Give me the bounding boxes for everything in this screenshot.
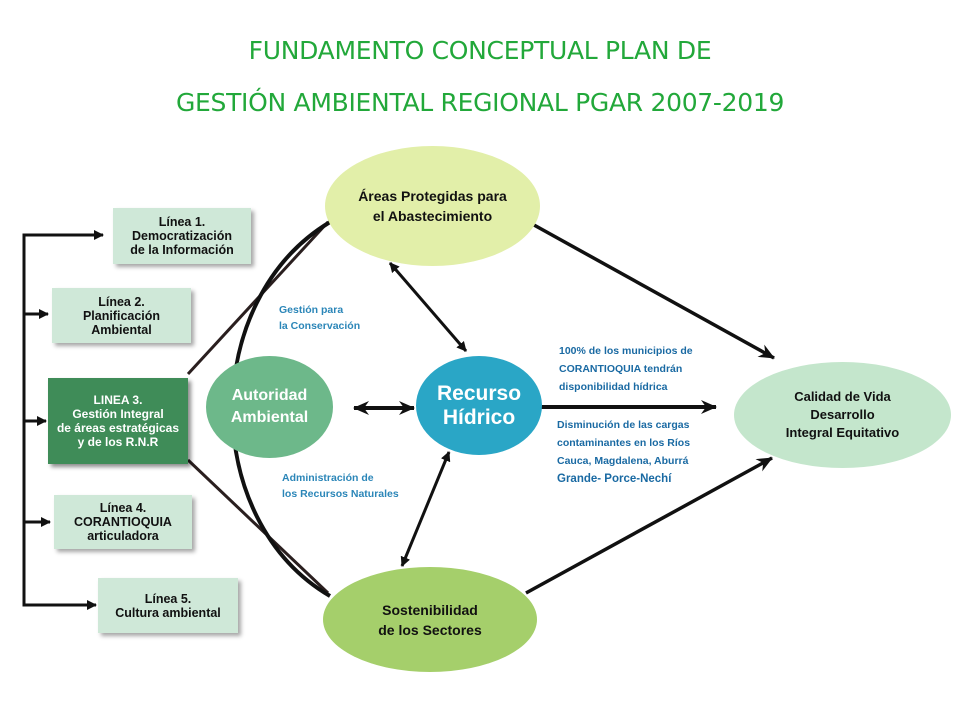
sostenibilidad-sectores-node: Sostenibilidad de los Sectores xyxy=(323,567,537,672)
areas-calidad-arrow xyxy=(533,223,775,360)
sostenibilidad-calidad-arrow xyxy=(525,456,773,595)
areas-recurso-arrow xyxy=(388,262,468,352)
cargas-label: Disminución de las cargas contaminantes … xyxy=(557,419,691,467)
gestion-conservacion-label: Gestión para la Conservación xyxy=(279,304,361,332)
linea-1-box: Línea 1. Democratización de la Informaci… xyxy=(113,208,251,264)
autoridad-ambiental-node: Autoridad Ambiental xyxy=(206,356,333,458)
recurso-hidrico-node: Recurso Hídrico xyxy=(416,356,542,455)
linea-2-box: Línea 2. Planificación Ambiental xyxy=(52,288,191,343)
administracion-recursos-label: Administración de los Recursos Naturales xyxy=(282,472,399,500)
calidad-vida-node: Calidad de Vida Desarrollo Integral Equi… xyxy=(734,362,951,468)
areas-protegidas-node: Áreas Protegidas para el Abastecimiento xyxy=(325,146,540,266)
rios-label: Grande- Porce-Nechí xyxy=(557,473,672,485)
title-line-2: GESTIÓN AMBIENTAL REGIONAL PGAR 2007-201… xyxy=(175,88,785,117)
linea-4-box: Línea 4. CORANTIOQUIA articuladora xyxy=(54,495,192,549)
linea3-to-sostenibilidad-line xyxy=(186,458,330,595)
linea-3-box: LINEA 3. Gestión Integral de áreas estra… xyxy=(48,378,188,464)
title-line-1: FUNDAMENTO CONCEPTUAL PLAN DE xyxy=(248,36,712,65)
municipios-label: 100% de los municipios de CORANTIOQUIA t… xyxy=(559,345,693,393)
recurso-sostenibilidad-arrow xyxy=(400,451,451,567)
linea-5-box: Línea 5. Cultura ambiental xyxy=(98,578,238,633)
